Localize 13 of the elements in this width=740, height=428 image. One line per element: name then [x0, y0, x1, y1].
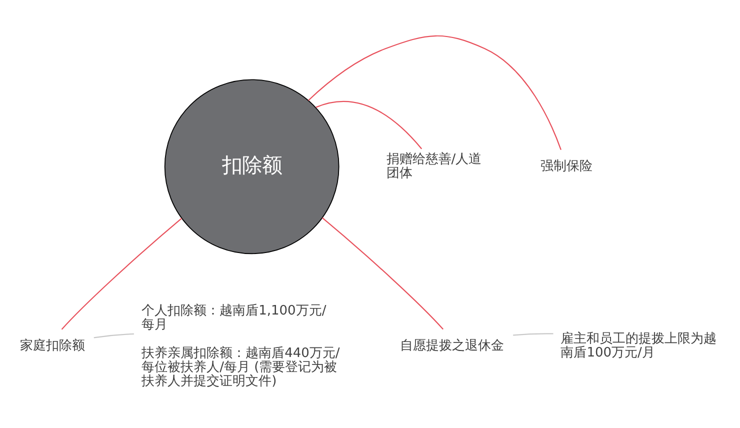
connector: [513, 333, 554, 336]
connector: [322, 217, 444, 330]
node-text: 家庭扣除额: [20, 338, 86, 354]
node-text: 雇主和员工的提拨上限为越南盾100万元/月: [560, 332, 717, 361]
node-text: 个人扣除额：越南盾1,100万元/每月 扶养亲属扣除额：越南盾440万元/每位被扶养人/每月 (需要登记为被扶养人并提交证明文件): [142, 303, 340, 390]
connector: [308, 35, 562, 150]
connector: [61, 218, 182, 330]
node-text: 捐赠给慈善/人道团体: [386, 152, 482, 182]
connector: [94, 333, 134, 338]
node-text: 自愿提拨之退休金: [400, 338, 504, 354]
node-text: 强制保险: [540, 159, 592, 174]
node-circle: 扣除额: [164, 79, 340, 254]
connector: [316, 100, 422, 150]
